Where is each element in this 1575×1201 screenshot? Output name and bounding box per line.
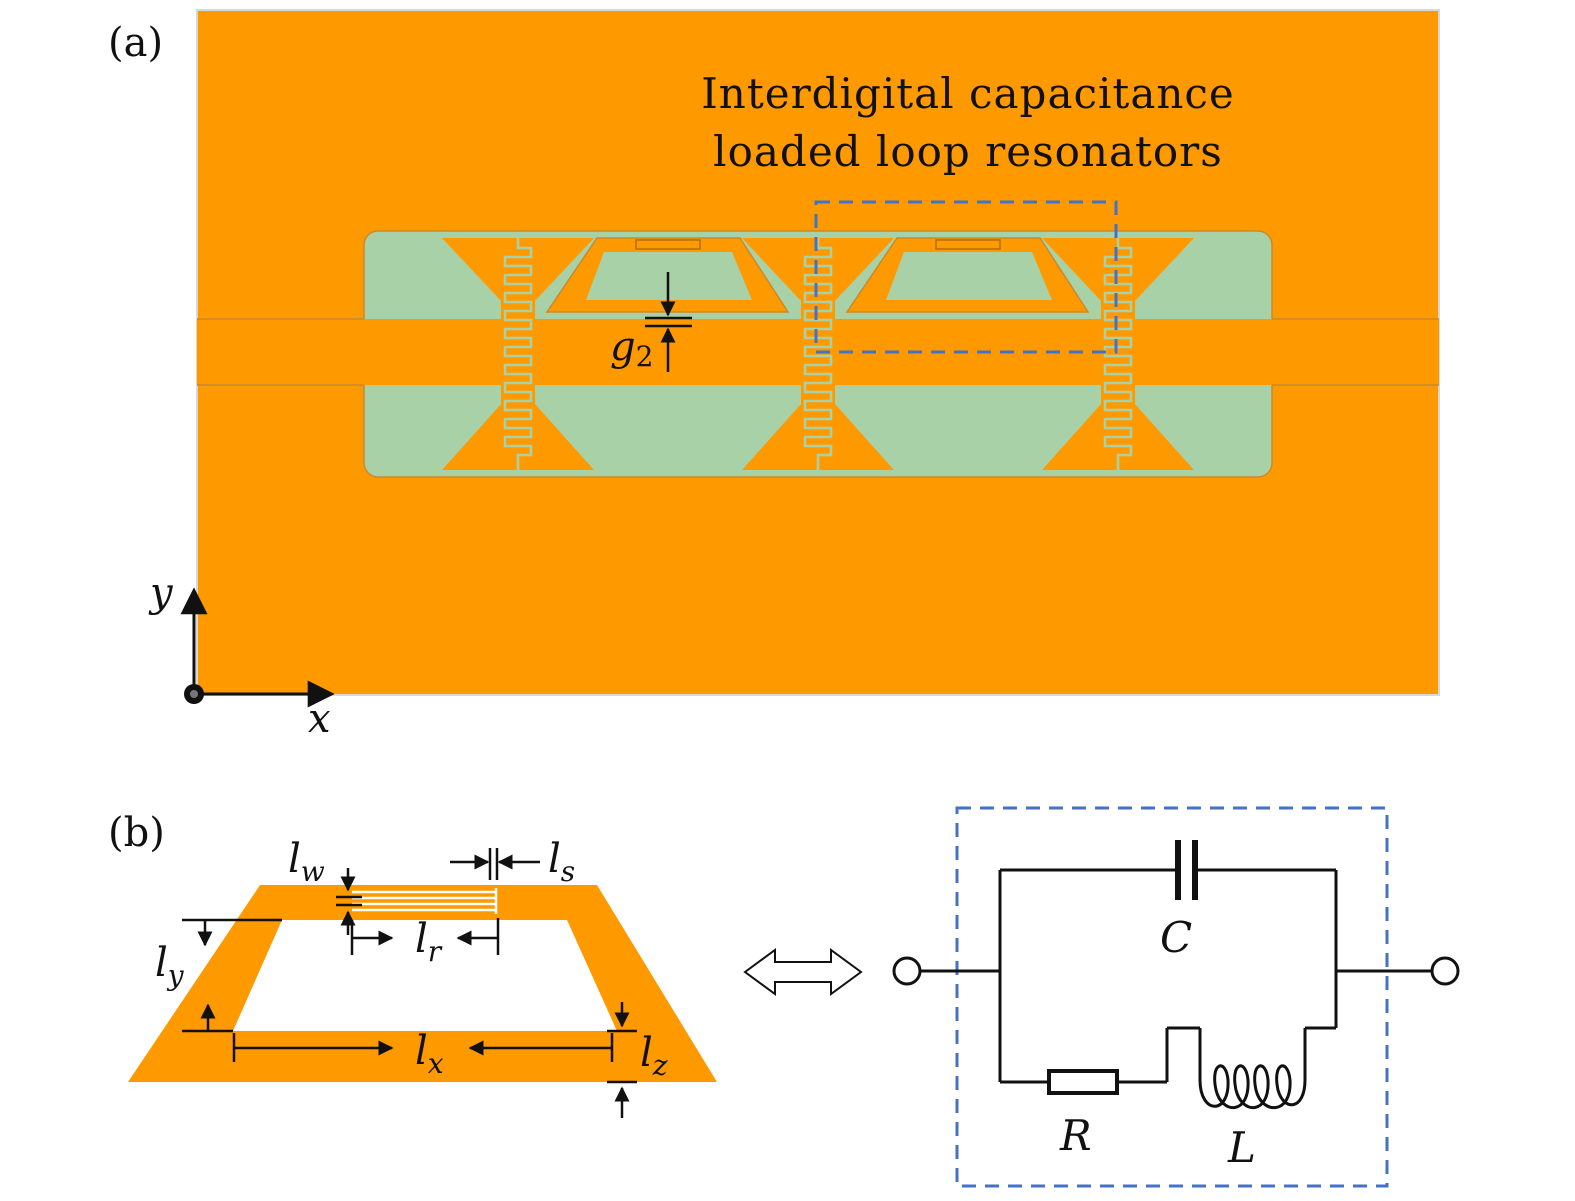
resistor-symbol xyxy=(1047,1069,1119,1095)
capacitor-label: C xyxy=(1160,913,1192,962)
equivalence-arrow xyxy=(743,948,863,996)
resonator-capacitor-fingers xyxy=(352,888,498,914)
finger-column-2 xyxy=(803,238,833,472)
panel-a: (a) Interdigital capacitance loa xyxy=(108,9,1440,742)
panel-a-label: (a) xyxy=(108,20,163,66)
terminal-left xyxy=(892,956,922,986)
circuit-dashed-box xyxy=(955,806,1389,1188)
dim-ls-label: ls xyxy=(548,836,575,888)
dim-lz-label: lz xyxy=(640,1030,668,1082)
terminal-right xyxy=(1430,956,1460,986)
annotation-line-2: loaded loop resonators xyxy=(713,127,1223,176)
equivalent-circuit: C R L xyxy=(892,806,1460,1188)
annotation-line-1: Interdigital capacitance xyxy=(701,69,1235,118)
dim-lx-label: lx xyxy=(415,1028,444,1080)
loop-resonator-1-capacitor xyxy=(635,239,701,250)
dimension-lines xyxy=(182,848,637,1118)
resonator-window xyxy=(233,920,617,1031)
coordinate-axes: y x xyxy=(148,570,335,742)
dim-lw-label: lw xyxy=(288,836,325,888)
gap-g2-dimension: g2 xyxy=(610,272,692,373)
interdigital-fingers xyxy=(501,238,1135,472)
dimension-labels: lw ls lr ly lx lz xyxy=(155,836,668,1082)
inductor-coil xyxy=(1198,1064,1307,1109)
resonator-highlight-box xyxy=(814,200,1118,354)
finger-column-1 xyxy=(503,238,533,472)
axis-y-label: y xyxy=(148,570,174,616)
axis-x-label: x xyxy=(308,696,331,742)
loop-resonator-2-capacitor xyxy=(935,239,1001,250)
resistor-label: R xyxy=(1059,1111,1092,1160)
dim-lr-label: lr xyxy=(415,916,443,968)
inductor-label: L xyxy=(1227,1123,1256,1172)
gap-g2-label: g2 xyxy=(610,324,653,373)
resonator-detail xyxy=(128,885,717,1082)
panel-b: (b) xyxy=(108,806,1460,1188)
panel-b-label: (b) xyxy=(108,810,165,856)
dim-ly-label: ly xyxy=(155,940,185,992)
loop-resonator-2-window xyxy=(886,252,1052,300)
